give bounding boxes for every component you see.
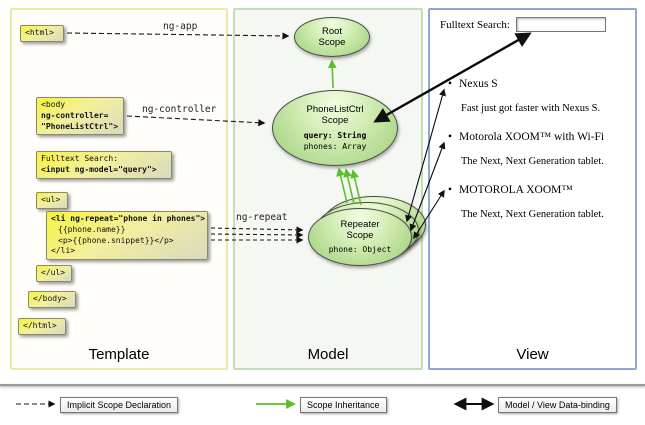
code-text: <p>{{phone.snippet}}</p> [58,235,174,245]
fulltext-search-label: Fulltext Search: [440,18,510,31]
model-panel: Model [233,8,423,370]
code-box-ul-open: <ul> [36,192,68,209]
template-panel: Template [10,8,228,370]
code-text: <input ng-model="query"> [41,164,157,174]
legend-scope-inheritance: Scope Inheritance [300,397,387,413]
code-box-li-repeat: <li ng-repeat="phone in phones"> {{phone… [46,211,208,261]
phone-snippet: The Next, Next Generation tablet. [461,209,604,220]
phonelistctrl-scope-ellipse: PhoneListCtrl Scope query: String phones… [272,90,398,166]
code-box-ul-close: </ul> [36,265,72,282]
phonelistctrl-scope-title: PhoneListCtrl Scope [306,103,364,127]
legend-divider [0,384,645,386]
code-text: </li> [51,246,76,256]
code-text: {{phone.name}} [58,224,126,234]
code-text: </ul> [41,268,66,277]
code-text: </html> [23,321,57,330]
ng-controller-label: ng-controller [142,104,217,115]
list-item: Motorola XOOM™ with Wi-Fi The Next, Next… [448,131,630,167]
code-text: ng-controller= [41,110,109,120]
phone-title: Motorola XOOM™ with Wi-Fi [448,131,630,143]
fulltext-search-input [515,17,606,32]
repeater-scope-ellipse: Repeater Scope phone: Object [308,208,412,266]
code-text: Fulltext Search: [41,154,119,163]
code-text: <ul> [41,195,61,204]
list-item: Nexus S Fast just got faster with Nexus … [448,78,630,114]
root-scope-ellipse: Root Scope [294,17,370,57]
view-panel-label: View [516,346,549,363]
legend-implicit-scope-declaration: Implicit Scope Declaration [60,397,179,413]
scope-prop-query: query: String [303,130,367,140]
code-text: <li ng-repeat="phone in phones"> [51,214,206,223]
code-text: </body> [33,294,67,303]
template-panel-label: Template [88,346,150,363]
view-search-row: Fulltext Search: [440,17,606,32]
code-text: "PhoneListCtrl"> [41,121,119,131]
repeater-scope-title: Repeater Scope [340,218,380,241]
phone-title: MOTOROLA XOOM™ [448,184,630,196]
phone-title: Nexus S [448,78,630,90]
scope-prop-phones: phones: Array [303,141,367,151]
phone-snippet: The Next, Next Generation tablet. [461,156,604,167]
ng-repeat-label: ng-repeat [236,212,288,223]
code-box-body-close: </body> [28,291,76,308]
code-box-html-close: </html> [18,318,66,335]
scope-prop-phone: phone: Object [328,245,392,255]
code-box-search-input: Fulltext Search: <input ng-model="query"… [36,151,172,179]
phone-snippet: Fast just got faster with Nexus S. [461,103,601,114]
code-box-html-open: <html> [20,25,64,42]
list-item: MOTOROLA XOOM™ The Next, Next Generation… [448,184,630,220]
code-text: <html> [25,28,54,37]
code-text: <body [41,100,66,109]
legend-model-view-data-binding: Model / View Data-binding [498,397,617,413]
ng-app-label: ng-app [163,21,198,32]
code-box-body-open: <body ng-controller= "PhoneListCtrl"> [36,97,124,136]
model-panel-label: Model [307,346,349,363]
root-scope-title: Root Scope [318,25,346,48]
view-phone-list: Nexus S Fast just got faster with Nexus … [448,78,630,237]
